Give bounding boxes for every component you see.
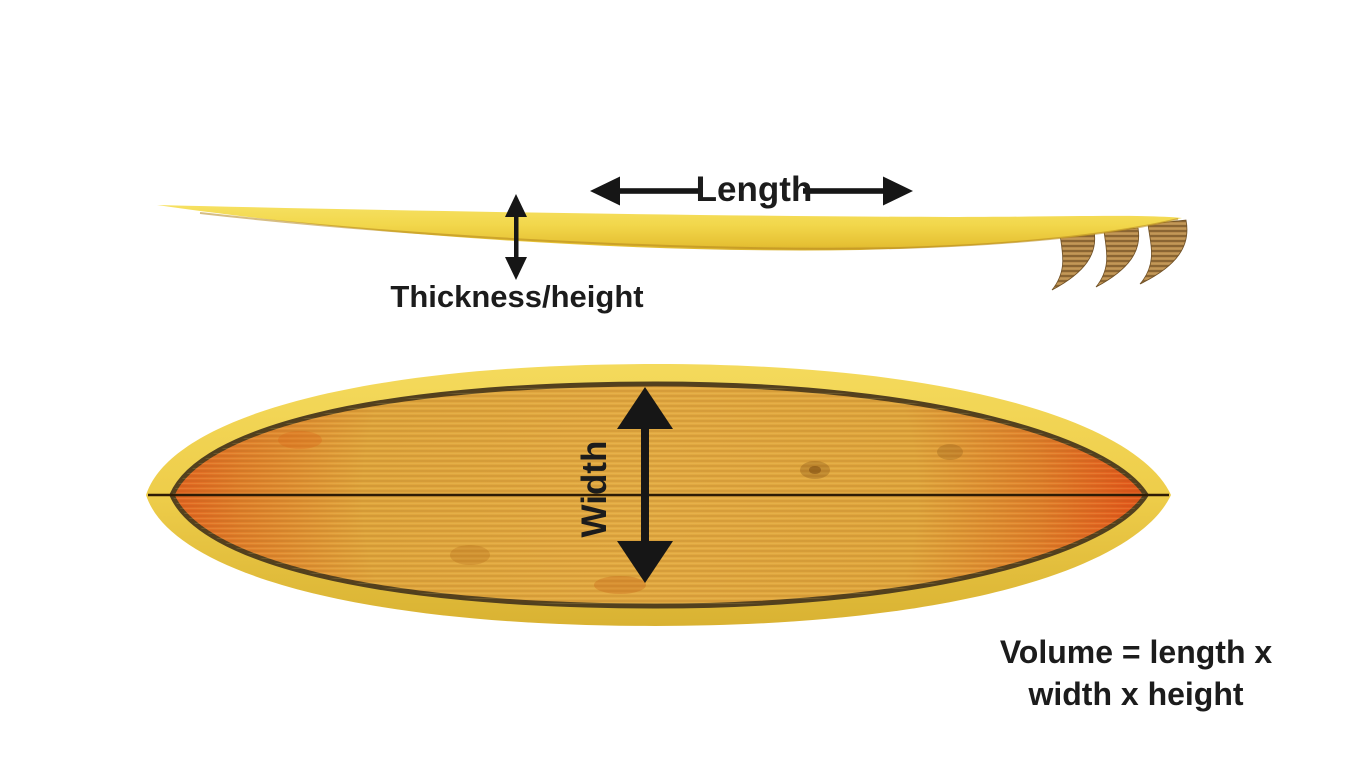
- volume-formula-line2: width x height: [1028, 676, 1244, 712]
- fin-right: [1139, 219, 1188, 285]
- length-arrow-right-icon: [803, 176, 913, 206]
- surfboard-fins-icon: [1051, 219, 1188, 291]
- volume-formula-label: Volume = length x width x height: [1000, 631, 1272, 715]
- fin-middle: [1095, 227, 1140, 288]
- volume-formula-line1: Volume = length x: [999, 633, 1273, 670]
- length-arrow-left-icon: [590, 176, 700, 206]
- width-label: Width: [575, 440, 614, 538]
- width-arrow-icon: [617, 387, 673, 583]
- length-label: Length: [695, 170, 813, 209]
- thickness-arrow-icon: [505, 194, 527, 280]
- surfboard-side-view: [157, 205, 1182, 251]
- surfboard-top-view: [146, 364, 1171, 626]
- fin-left: [1051, 230, 1096, 291]
- thickness-height-label: Thickness/height: [390, 279, 644, 314]
